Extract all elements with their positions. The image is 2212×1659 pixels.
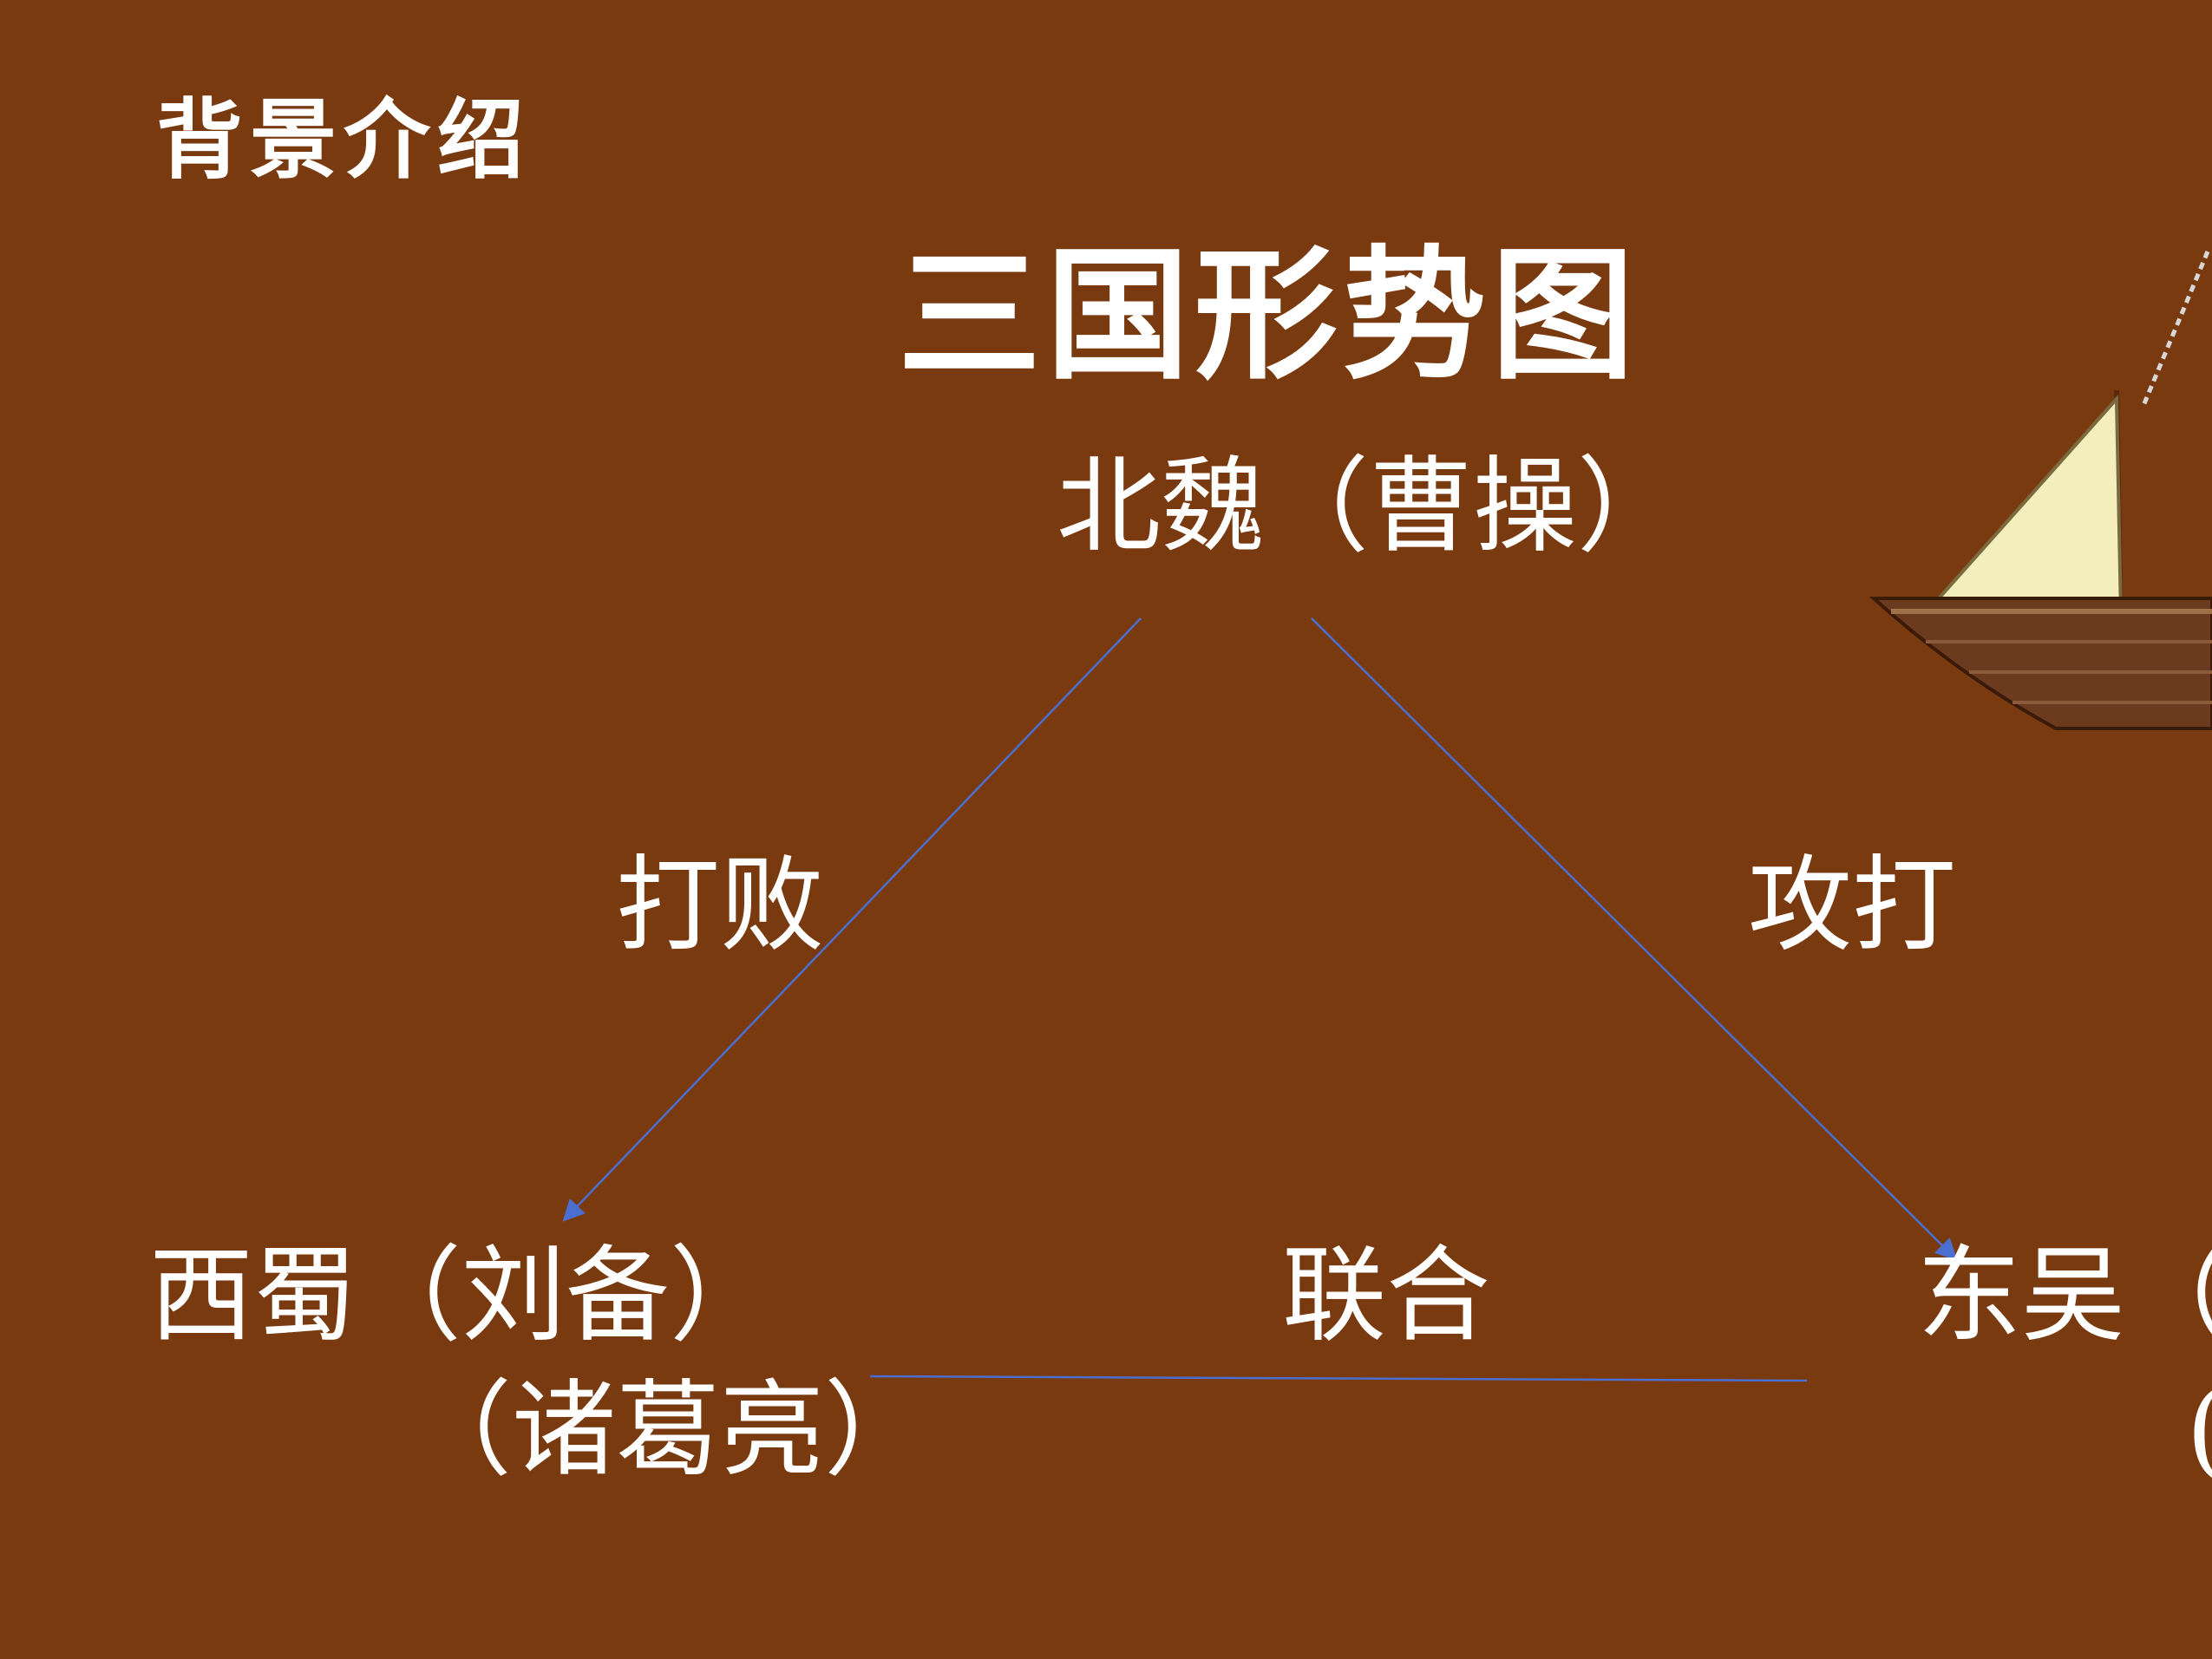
node-east-wu: 东吴（ <box>1917 1236 2212 1356</box>
arrow-north-to-east <box>1311 617 1958 1261</box>
diagram-title: 三国形势图 <box>898 232 1639 399</box>
label-defeat: 打败 <box>616 846 824 966</box>
label-attack: 攻打 <box>1748 846 1956 966</box>
node-north-wei: 北魏（曹操） <box>1057 447 1681 567</box>
section-heading: 背景介绍 <box>156 89 531 191</box>
node-west-shu-sub: （诸葛亮） <box>408 1370 928 1491</box>
label-alliance: 联合 <box>1282 1236 1490 1356</box>
node-west-shu: 西蜀（刘备） <box>149 1236 774 1356</box>
sailing-ship-icon <box>1868 251 2212 730</box>
arrow-north-to-west <box>562 617 1142 1222</box>
node-east-wu-sub: ( <box>2186 1366 2212 1496</box>
line-west-east-alliance <box>869 1375 1808 1382</box>
